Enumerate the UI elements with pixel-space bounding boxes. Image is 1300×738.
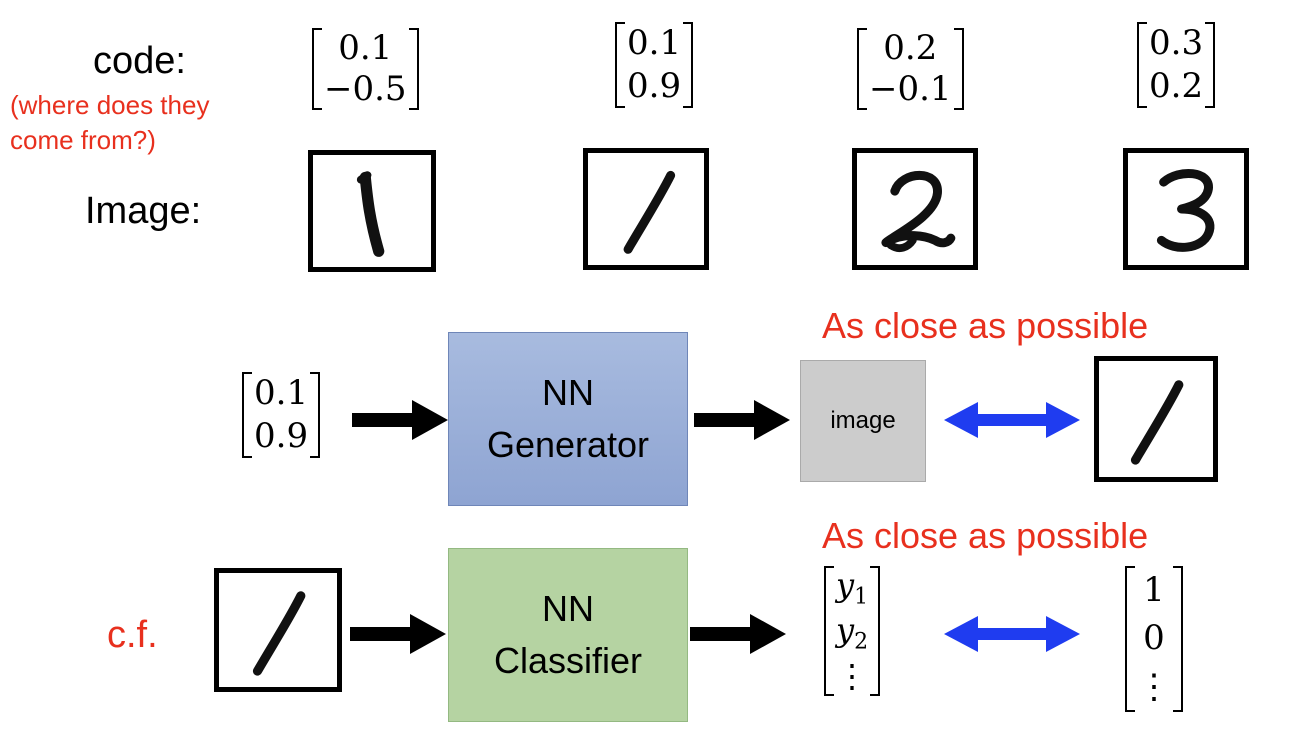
nn-generator-box: NN Generator [448, 332, 688, 506]
generator-input-v2: 0.9 [254, 415, 309, 456]
generated-image-label: image [830, 407, 896, 434]
digit-image-3 [852, 148, 978, 270]
image-label: Image: [85, 190, 202, 232]
right-arrow-icon [352, 398, 448, 442]
digit-one-icon [356, 171, 385, 257]
classifier-output-vector: y1 y2 ⋮ [824, 565, 881, 696]
digit-image-1 [308, 150, 436, 272]
bracket-right [310, 372, 321, 458]
code-vector-1: 0.1−0.5 [312, 28, 419, 110]
code-note-line-2: come from?) [10, 125, 156, 156]
output-y1-sub: 1 [854, 584, 869, 610]
digit-one-icon [252, 591, 306, 676]
bracket-right [1173, 566, 1183, 712]
code-note: (where does they come from?) [10, 88, 209, 158]
output-y2-var: y [836, 611, 855, 650]
generator-caption: As close as possible [822, 305, 1149, 346]
code-vector-1-v2: −0.5 [324, 68, 407, 109]
bracket-right [408, 28, 419, 110]
digit-one-icon [623, 170, 676, 254]
code-label: code: [93, 40, 186, 82]
bracket-right [953, 28, 964, 110]
double-arrow-icon [944, 398, 1080, 442]
bracket-left [312, 28, 322, 110]
bracket-left [824, 566, 834, 696]
code-vector-4-v2: 0.2 [1149, 65, 1204, 106]
code-vector-4-v1: 0.3 [1149, 22, 1204, 63]
output-y1: y1 [836, 565, 869, 610]
nn-generator-line-2: Generator [486, 424, 650, 465]
double-arrow-icon [944, 612, 1080, 656]
bracket-right [683, 22, 694, 108]
bracket-right [1205, 22, 1216, 108]
right-arrow-icon [694, 398, 790, 442]
digit-two-icon [881, 170, 956, 253]
target-v2: 0 [1143, 618, 1165, 659]
output-dots: ⋮ [836, 656, 869, 695]
bracket-left [615, 22, 625, 108]
code-vector-3-v1: 0.2 [883, 27, 938, 68]
digit-one-icon [1130, 380, 1184, 465]
digit-image-4 [1123, 148, 1249, 270]
classifier-input-image [214, 568, 342, 692]
right-arrow-icon [690, 612, 786, 656]
generator-target-image [1094, 356, 1218, 482]
nn-classifier-line-2: Classifier [493, 640, 643, 681]
nn-classifier-line-1: NN [542, 587, 594, 629]
code-vector-1-v1: 0.1 [338, 27, 393, 68]
bracket-left [1125, 566, 1135, 712]
target-v1: 1 [1143, 569, 1165, 610]
digit-image-2 [583, 148, 709, 270]
generated-image-placeholder: image [800, 360, 926, 482]
code-vector-2-v2: 0.9 [627, 65, 682, 106]
bracket-left [242, 372, 252, 458]
output-y1-var: y [836, 565, 855, 604]
bracket-left [1137, 22, 1147, 108]
code-vector-3-v2: −0.1 [869, 68, 952, 109]
code-vector-2-v1: 0.1 [627, 22, 682, 63]
classifier-caption: As close as possible [822, 515, 1149, 556]
nn-generator-line-1: NN [542, 371, 594, 413]
cf-label: c.f. [107, 614, 158, 656]
nn-classifier-box: NN Classifier [448, 548, 688, 722]
target-dots: ⋮ [1137, 666, 1171, 707]
code-note-line-1: (where does they [10, 90, 210, 120]
output-y2: y2 [836, 613, 868, 655]
bracket-right [870, 566, 881, 696]
generator-input-v1: 0.1 [254, 372, 309, 413]
output-y2-sub: 2 [854, 629, 869, 655]
digit-three-icon [1156, 169, 1215, 252]
code-vector-3: 0.2−0.1 [857, 28, 964, 110]
bracket-left [857, 28, 867, 110]
classifier-target-vector: 1 0 ⋮ [1125, 566, 1183, 712]
right-arrow-icon [350, 612, 446, 656]
